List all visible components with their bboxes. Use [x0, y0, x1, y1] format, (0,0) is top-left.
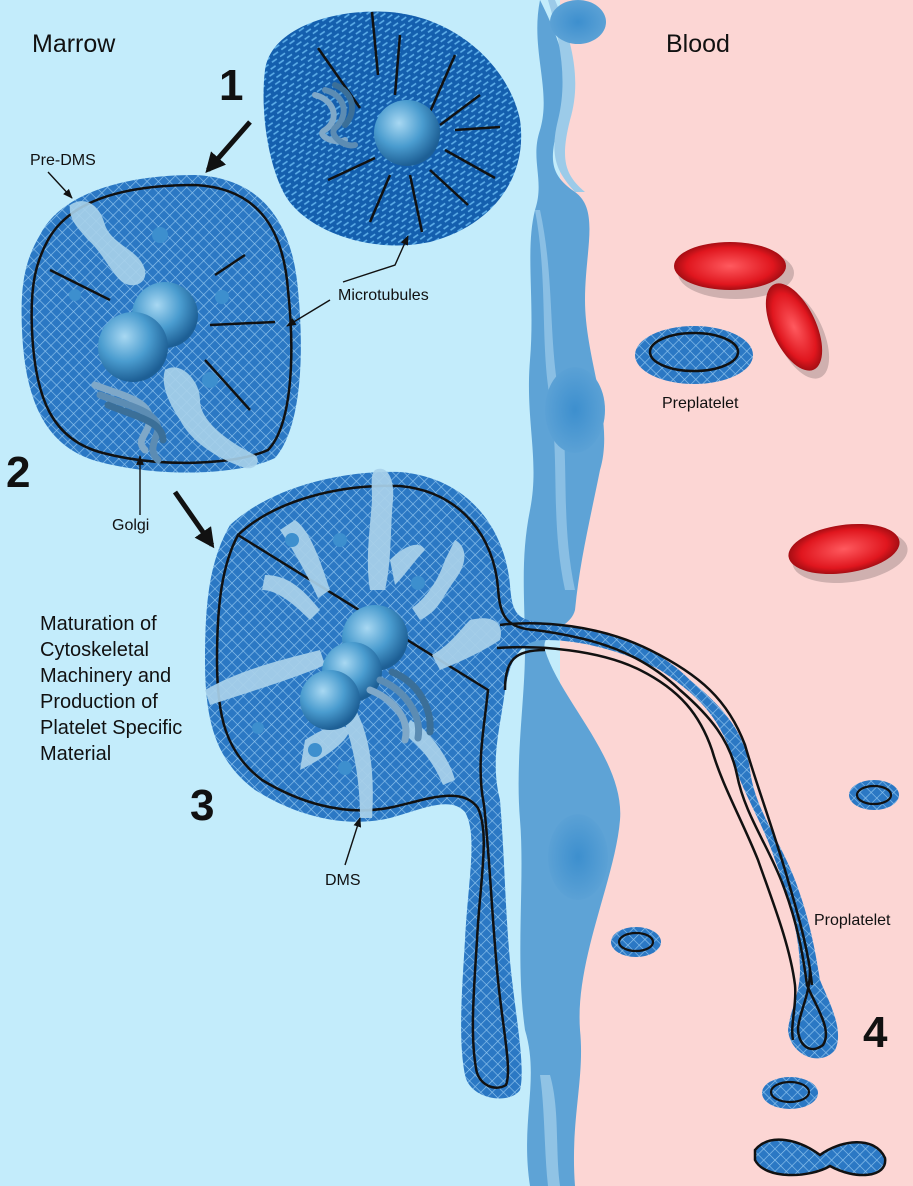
red-blood-cell	[674, 242, 786, 290]
stage-3-number: 3	[190, 781, 214, 830]
golgi-label: Golgi	[112, 517, 149, 534]
blood-background	[560, 0, 913, 1186]
pre-dms-label: Pre-DMS	[30, 152, 96, 169]
marrow-label: Marrow	[32, 30, 116, 58]
dms-label: DMS	[325, 872, 361, 889]
proplatelet-label: Proplatelet	[814, 912, 891, 929]
description-line: Machinery and	[40, 665, 171, 687]
stage-2-number: 2	[6, 448, 30, 497]
endothelial-nucleus	[548, 814, 608, 900]
stage-1-number: 1	[219, 61, 243, 110]
preplatelet	[635, 326, 753, 384]
description-line: Production of	[40, 691, 158, 713]
description-line: Maturation of	[40, 613, 157, 635]
nucleus	[374, 100, 440, 166]
microtubules-label: Microtubules	[338, 287, 429, 304]
blood-label: Blood	[666, 30, 730, 58]
preplatelet-label: Preplatelet	[662, 395, 739, 412]
description-line: Cytoskeletal	[40, 639, 149, 661]
nucleus	[300, 670, 360, 730]
megakaryocyte-stage-2	[22, 175, 301, 473]
nucleus	[98, 312, 168, 382]
endothelial-nucleus	[545, 367, 605, 453]
endothelial-nucleus	[550, 0, 606, 44]
description-line: Platelet Specific	[40, 717, 182, 739]
stage-4-number: 4	[863, 1008, 888, 1057]
description-line: Material	[40, 743, 111, 765]
